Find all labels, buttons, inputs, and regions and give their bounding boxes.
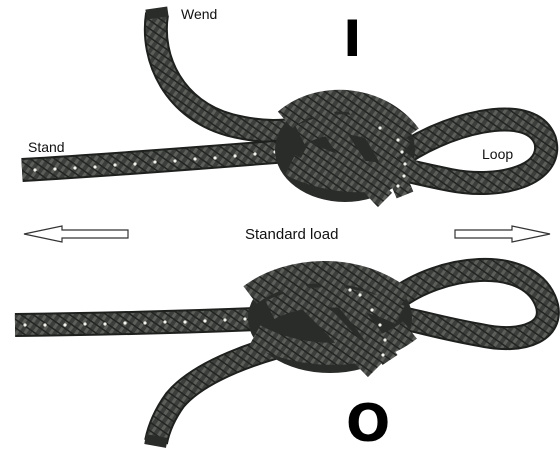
loop-label: Loop <box>482 146 513 162</box>
arrow-right-icon <box>455 226 550 242</box>
standard-load-label: Standard load <box>245 226 338 243</box>
top-marker: I <box>343 14 362 64</box>
bottom-marker: O <box>346 398 390 450</box>
top-knot <box>22 7 546 202</box>
wend-label: Wend <box>181 6 217 22</box>
stand-label: Stand <box>28 139 65 155</box>
top-knot-body <box>275 98 415 202</box>
arrow-left-icon <box>24 226 128 242</box>
bottom-knot <box>15 263 548 448</box>
bottom-knot-body <box>248 263 412 373</box>
